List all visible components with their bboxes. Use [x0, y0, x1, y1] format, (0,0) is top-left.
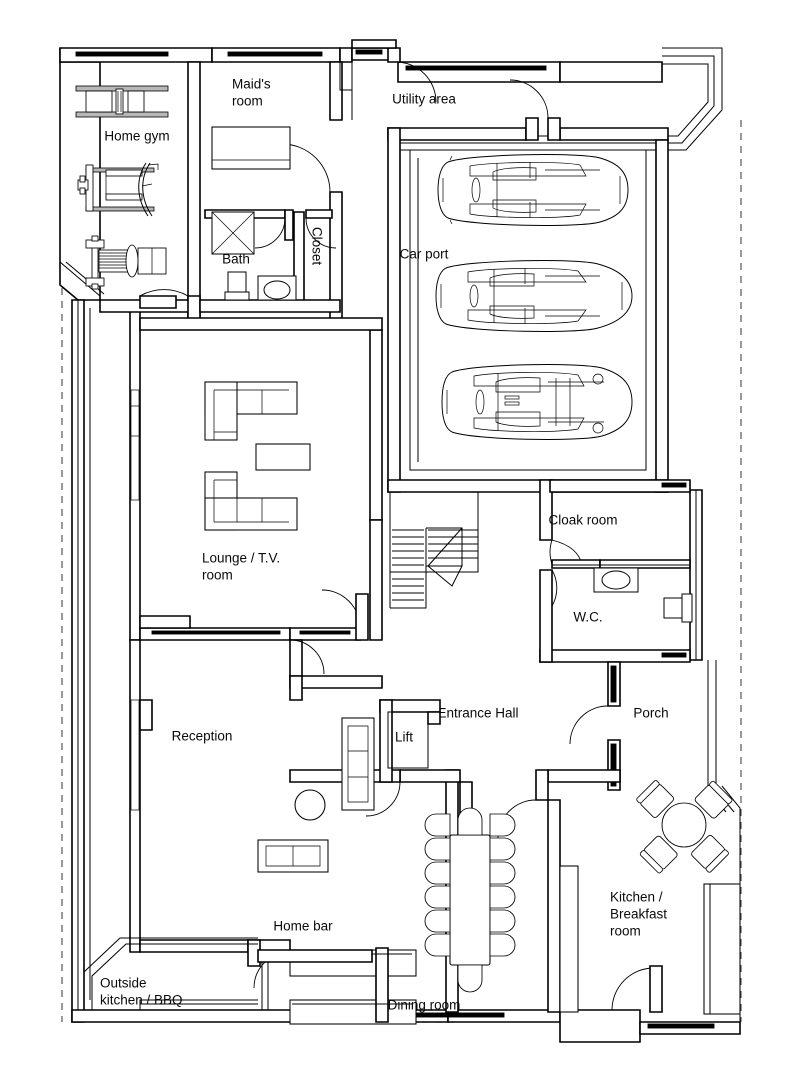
- dining-chair-head: [457, 807, 483, 836]
- room-lift: Lift: [379, 699, 441, 783]
- room-bath: Bath: [199, 209, 341, 313]
- room-label-cloak-room: Cloak room: [548, 513, 617, 528]
- room-lounge-tv: Lounge / T.V. room: [139, 317, 383, 641]
- room-label-maids-room-line2: room: [232, 94, 263, 109]
- dining-table: [449, 834, 491, 966]
- room-label-home-bar: Home bar: [273, 919, 333, 934]
- dining-chairs-left: [424, 813, 451, 957]
- car-1: [437, 154, 629, 226]
- room-label-lounge-line1: Lounge / T.V.: [202, 551, 280, 566]
- car-3: [441, 364, 633, 440]
- kitchen-units-right: [703, 883, 741, 1015]
- dining-chair-foot: [457, 964, 483, 993]
- room-label-reception: Reception: [172, 729, 233, 744]
- dining-chairs-right: [489, 813, 516, 957]
- reception-round-table: [294, 789, 326, 821]
- room-label-dining-room: Dining room: [388, 998, 461, 1013]
- room-label-utility-area: Utility area: [392, 92, 456, 107]
- room-maids-room: Maid's room: [211, 61, 343, 321]
- room-label-lounge-line2: room: [202, 568, 233, 583]
- room-label-car-port: Car port: [400, 247, 449, 262]
- room-label-lift: Lift: [395, 730, 413, 745]
- room-label-closet: Closet: [309, 227, 324, 266]
- lounge-sofa-upper: [204, 381, 298, 441]
- room-label-maids-room-line1: Maid's: [232, 77, 271, 92]
- lounge-coffee-table: [255, 443, 311, 471]
- gym-equipment-leg-machine: [77, 162, 159, 217]
- staircase: [389, 491, 479, 609]
- room-reception: Reception: [139, 717, 375, 989]
- room-closet: Closet: [309, 227, 324, 266]
- reception-sofa-vertical: [341, 717, 375, 811]
- gym-equipment-rowing-machine: [85, 235, 167, 290]
- kitchen-units-left: [559, 865, 579, 1013]
- room-label-porch: Porch: [633, 706, 668, 721]
- room-label-home-gym: Home gym: [104, 129, 169, 144]
- room-label-outside-kitchen-line2: kitchen / BBQ: [100, 993, 183, 1008]
- room-cloak-room: Cloak room W.C.: [539, 479, 693, 663]
- room-label-kitchen-line1: Kitchen /: [610, 890, 663, 905]
- lounge-sofa-lower: [204, 471, 298, 531]
- room-label-bath: Bath: [222, 252, 250, 267]
- room-dining-room: Dining room: [388, 807, 516, 1013]
- room-label-wc: W.C.: [573, 610, 602, 625]
- reception-sofa-horizontal: [257, 839, 329, 873]
- dining-table-and-chairs: [424, 807, 516, 993]
- gym-equipment-bench-press: [75, 85, 169, 118]
- room-porch: Porch: [633, 706, 733, 874]
- room-kitchen-breakfast: Kitchen / Breakfast room: [547, 799, 741, 1015]
- room-home-gym: Home gym: [75, 61, 201, 323]
- misc-wall-details: [139, 318, 383, 731]
- room-utility-area: Utility area: [339, 39, 663, 120]
- room-outside-kitchen-bbq: Outside kitchen / BBQ: [83, 937, 373, 1010]
- maids-room-bed: [211, 126, 291, 170]
- car-2: [435, 260, 633, 332]
- room-label-kitchen-line2: Breakfast: [610, 907, 667, 922]
- porch-patio-set: [636, 780, 733, 874]
- room-label-kitchen-line3: room: [610, 924, 641, 939]
- room-label-entrance-hall: Entrance Hall: [437, 706, 518, 721]
- room-label-outside-kitchen-line1: Outside: [100, 976, 147, 991]
- bath-toilet: [227, 271, 247, 295]
